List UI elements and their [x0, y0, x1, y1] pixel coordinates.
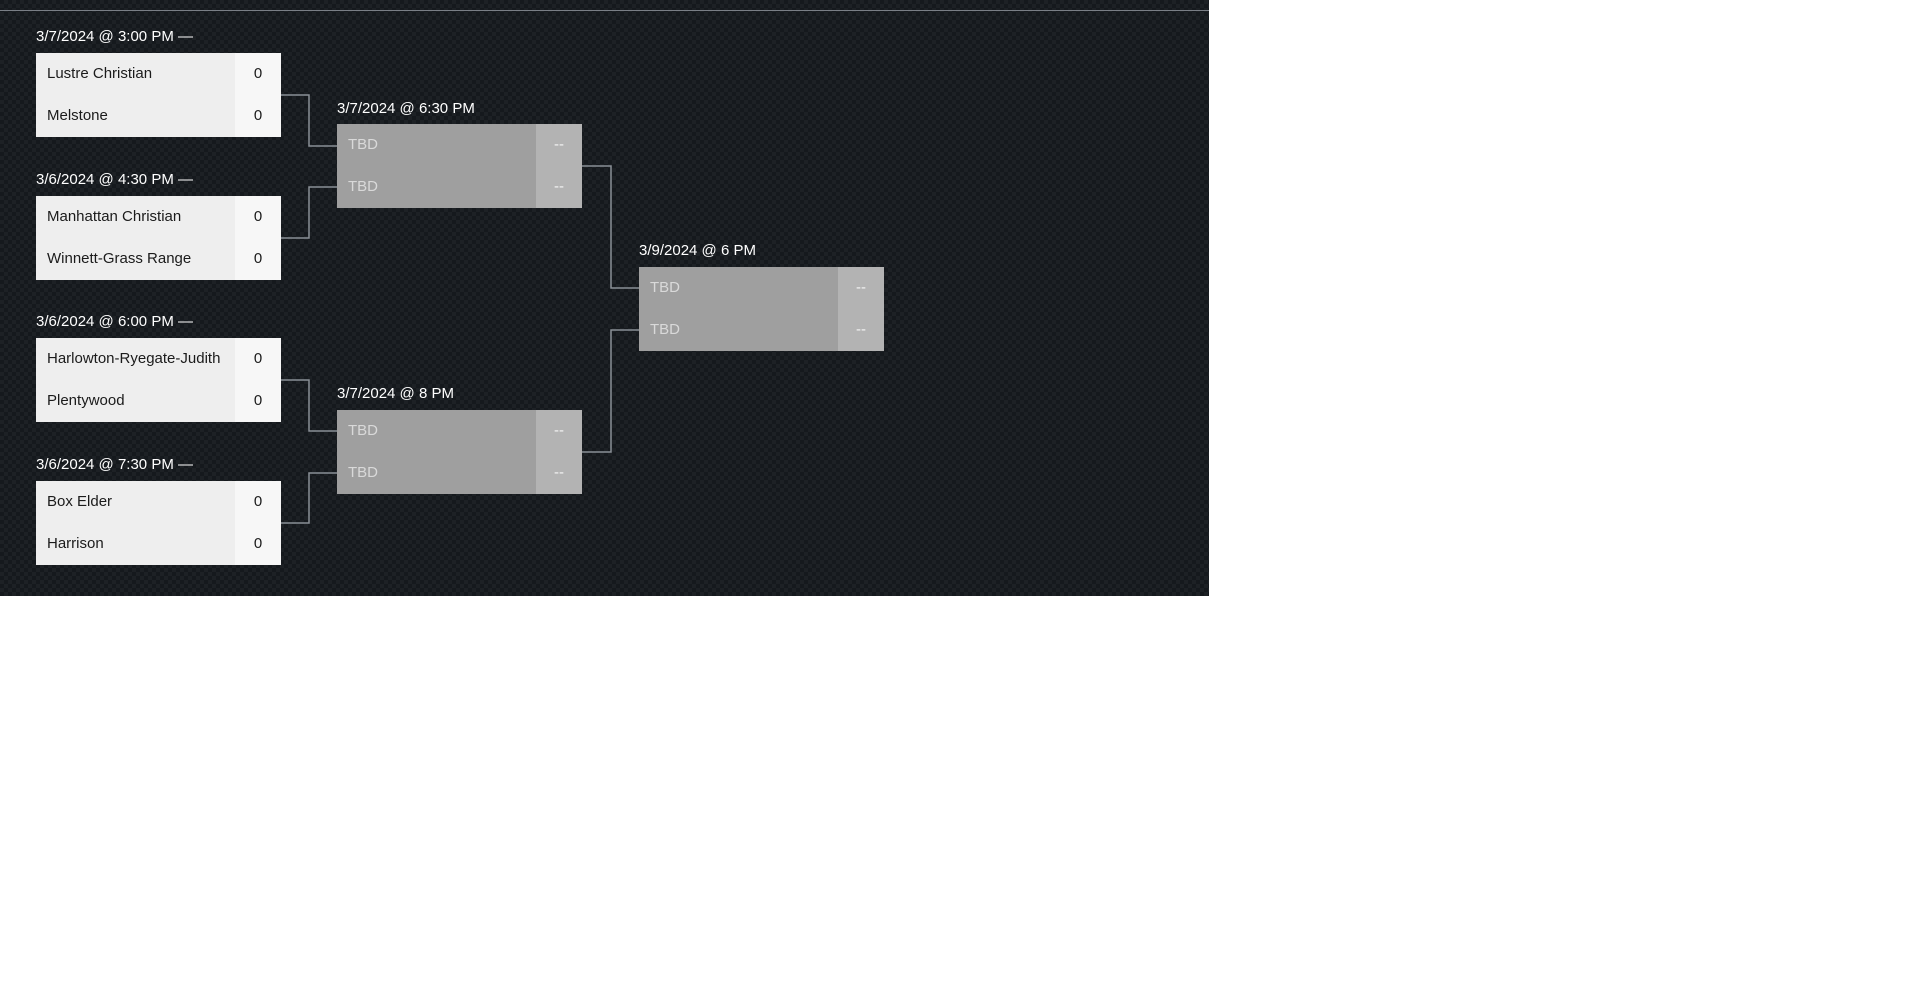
connector-r1-2: [281, 186, 337, 239]
connector-r2-2: [582, 329, 639, 453]
team-row[interactable]: Harrison 0: [36, 523, 281, 565]
team-row[interactable]: TBD --: [639, 309, 884, 351]
team-row[interactable]: Harlowton-Ryegate-Judith 0: [36, 338, 281, 380]
team-score: --: [536, 166, 582, 208]
team-score: 0: [235, 53, 281, 95]
team-score: 0: [235, 338, 281, 380]
team-score: --: [536, 410, 582, 452]
team-name: Lustre Christian: [47, 65, 153, 82]
connector-r1-1: [281, 94, 337, 147]
game-6-card[interactable]: TBD -- TBD --: [337, 410, 582, 494]
team-name: TBD: [650, 279, 680, 296]
team-name: Box Elder: [47, 493, 113, 510]
game-1-label: 3/7/2024 @ 3:00 PM —: [36, 28, 193, 45]
team-score: 0: [235, 380, 281, 422]
game-2-label: 3/6/2024 @ 4:30 PM —: [36, 171, 193, 188]
team-score: 0: [235, 523, 281, 565]
game-4-card[interactable]: Box Elder 0 Harrison 0: [36, 481, 281, 565]
connector-r1-3: [281, 379, 337, 432]
team-score: --: [536, 124, 582, 166]
team-score: 0: [235, 95, 281, 137]
team-name: Manhattan Christian: [47, 208, 182, 225]
team-row[interactable]: TBD --: [337, 410, 582, 452]
team-score: 0: [235, 238, 281, 280]
team-row[interactable]: Lustre Christian 0: [36, 53, 281, 95]
team-score: 0: [235, 481, 281, 523]
team-name: TBD: [348, 422, 378, 439]
team-name: Plentywood: [47, 392, 125, 409]
game-4-label: 3/6/2024 @ 7:30 PM —: [36, 456, 193, 473]
top-divider: [0, 10, 1209, 11]
final-label: 3/9/2024 @ 6 PM: [639, 242, 756, 259]
game-3-card[interactable]: Harlowton-Ryegate-Judith 0 Plentywood 0: [36, 338, 281, 422]
team-name: TBD: [348, 178, 378, 195]
game-1-card[interactable]: Lustre Christian 0 Melstone 0: [36, 53, 281, 137]
team-row[interactable]: TBD --: [337, 166, 582, 208]
game-2-card[interactable]: Manhattan Christian 0 Winnett-Grass Rang…: [36, 196, 281, 280]
team-row[interactable]: Manhattan Christian 0: [36, 196, 281, 238]
team-score: --: [838, 309, 884, 351]
game-3-label: 3/6/2024 @ 6:00 PM —: [36, 313, 193, 330]
team-name: TBD: [348, 464, 378, 481]
connector-r2-1: [582, 165, 639, 289]
team-name: Winnett-Grass Range: [47, 250, 192, 267]
team-row[interactable]: Winnett-Grass Range 0: [36, 238, 281, 280]
team-row[interactable]: Plentywood 0: [36, 380, 281, 422]
team-score: --: [838, 267, 884, 309]
team-name: Harlowton-Ryegate-Judith: [47, 350, 221, 367]
team-score: 0: [235, 196, 281, 238]
game-5-label: 3/7/2024 @ 6:30 PM: [337, 100, 475, 117]
bracket-panel: 3/7/2024 @ 3:00 PM — Lustre Christian 0 …: [0, 0, 1209, 596]
final-card[interactable]: TBD -- TBD --: [639, 267, 884, 351]
team-row[interactable]: TBD --: [337, 452, 582, 494]
team-name: Melstone: [47, 107, 108, 124]
connector-r1-4: [281, 472, 337, 524]
team-name: Harrison: [47, 535, 104, 552]
game-6-label: 3/7/2024 @ 8 PM: [337, 385, 454, 402]
team-row[interactable]: TBD --: [337, 124, 582, 166]
team-name: TBD: [650, 321, 680, 338]
team-name: TBD: [348, 136, 378, 153]
game-5-card[interactable]: TBD -- TBD --: [337, 124, 582, 208]
team-row[interactable]: Box Elder 0: [36, 481, 281, 523]
team-row[interactable]: Melstone 0: [36, 95, 281, 137]
team-score: --: [536, 452, 582, 494]
team-row[interactable]: TBD --: [639, 267, 884, 309]
